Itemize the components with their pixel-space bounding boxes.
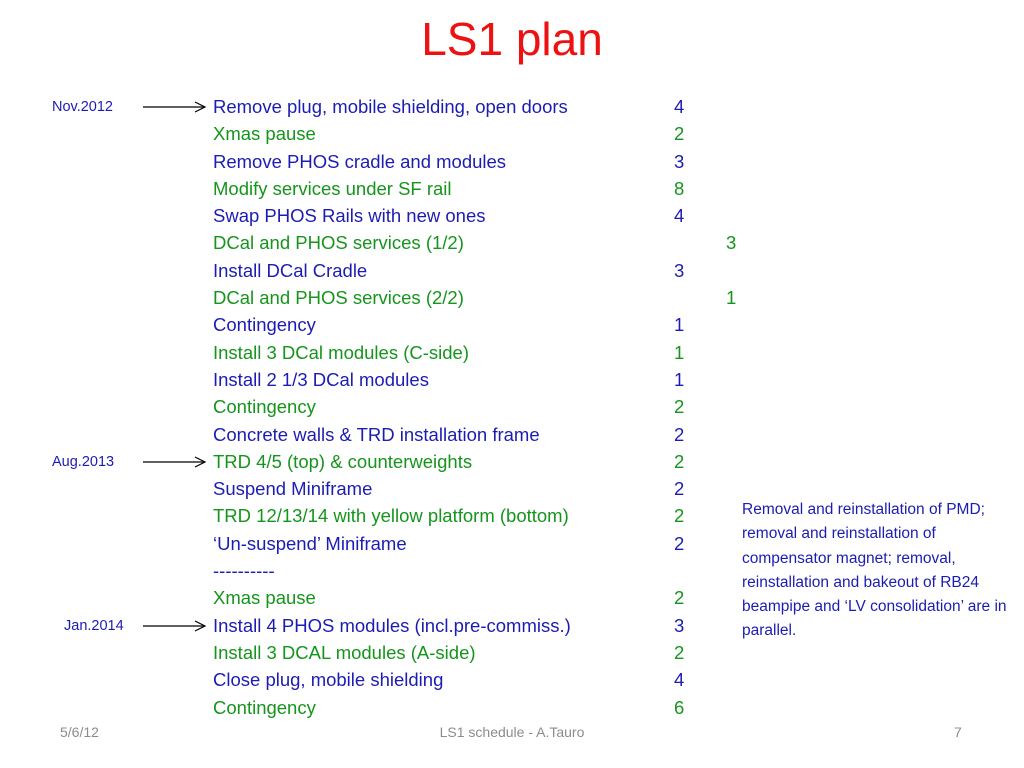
task-duration: 4	[674, 96, 685, 117]
task-label: TRD 4/5 (top) & counterweights	[213, 450, 473, 472]
task-duration: 2	[674, 532, 685, 554]
milestone-marker: Jan.2014	[64, 614, 124, 638]
task-duration: 2	[674, 123, 685, 145]
task-label: DCal and PHOS services (2/2)	[213, 287, 464, 309]
milestone-marker: Nov.2012	[52, 95, 113, 119]
task-label: TRD 12/13/14 with yellow platform (botto…	[213, 505, 569, 527]
milestone-date-label: Aug.2013	[52, 453, 115, 470]
parallel-task-duration: 1	[726, 287, 737, 309]
task-label: Xmas pause	[213, 123, 316, 145]
task-duration: 1	[674, 314, 685, 336]
task-duration: 2	[674, 505, 685, 527]
task-duration: 3	[674, 150, 685, 172]
task-label: Contingency	[213, 314, 316, 336]
task-duration: 2	[674, 423, 685, 445]
footer-page-number: 7	[954, 724, 962, 740]
task-label: Xmas pause	[213, 587, 316, 609]
task-duration: 1	[674, 341, 685, 363]
parallel-task-duration: 3	[726, 232, 737, 254]
parallel-activities-note: Removal and reinstallation of PMD; remov…	[742, 501, 1007, 640]
task-duration: 6	[674, 696, 685, 718]
task-duration: 2	[674, 396, 685, 418]
task-label: Concrete walls & TRD installation frame	[213, 423, 540, 445]
milestone-date-label: Nov.2012	[52, 99, 113, 115]
task-duration: 3	[674, 259, 685, 281]
task-label: ‘Un-suspend’ Miniframe	[213, 532, 407, 554]
task-duration: 4	[674, 669, 685, 691]
task-label: Modify services under SF rail	[213, 177, 452, 199]
task-label: Close plug, mobile shielding	[213, 669, 444, 691]
task-label: Install 4 PHOS modules (incl.pre-commiss…	[213, 614, 571, 636]
task-label: Suspend Miniframe	[213, 478, 373, 500]
task-duration: 4	[674, 205, 685, 227]
task-label: Install 3 DCal modules (C-side)	[213, 341, 470, 363]
task-duration: 3	[674, 614, 685, 636]
milestone-date-label: Jan.2014	[64, 617, 124, 634]
task-label: DCal and PHOS services (1/2)	[213, 232, 464, 254]
task-duration: 2	[674, 587, 685, 609]
task-label: Install 2 1/3 DCal modules	[213, 368, 429, 390]
arrow-right-icon	[143, 456, 207, 468]
task-duration: 2	[674, 478, 685, 500]
task-label: ----------	[213, 560, 275, 582]
task-label: Contingency	[213, 696, 316, 718]
task-label: Remove plug, mobile shielding, open door…	[213, 96, 568, 117]
slide-title: LS1 plan	[421, 13, 603, 65]
task-duration: 1	[674, 368, 685, 390]
task-label: Swap PHOS Rails with new ones	[213, 205, 486, 227]
milestone-marker: Aug.2013	[52, 450, 114, 474]
task-label: Install DCal Cradle	[213, 259, 368, 281]
footer-title: LS1 schedule - A.Tauro	[439, 724, 585, 740]
task-duration: 8	[674, 177, 685, 199]
task-label: Remove PHOS cradle and modules	[213, 150, 507, 172]
footer-date: 5/6/12	[60, 724, 99, 740]
task-duration: 2	[674, 641, 685, 663]
task-label: Contingency	[213, 396, 316, 418]
task-duration: 2	[674, 450, 685, 472]
arrow-right-icon	[143, 101, 207, 113]
arrow-right-icon	[143, 620, 207, 632]
task-label: Install 3 DCAL modules (A-side)	[213, 641, 476, 663]
